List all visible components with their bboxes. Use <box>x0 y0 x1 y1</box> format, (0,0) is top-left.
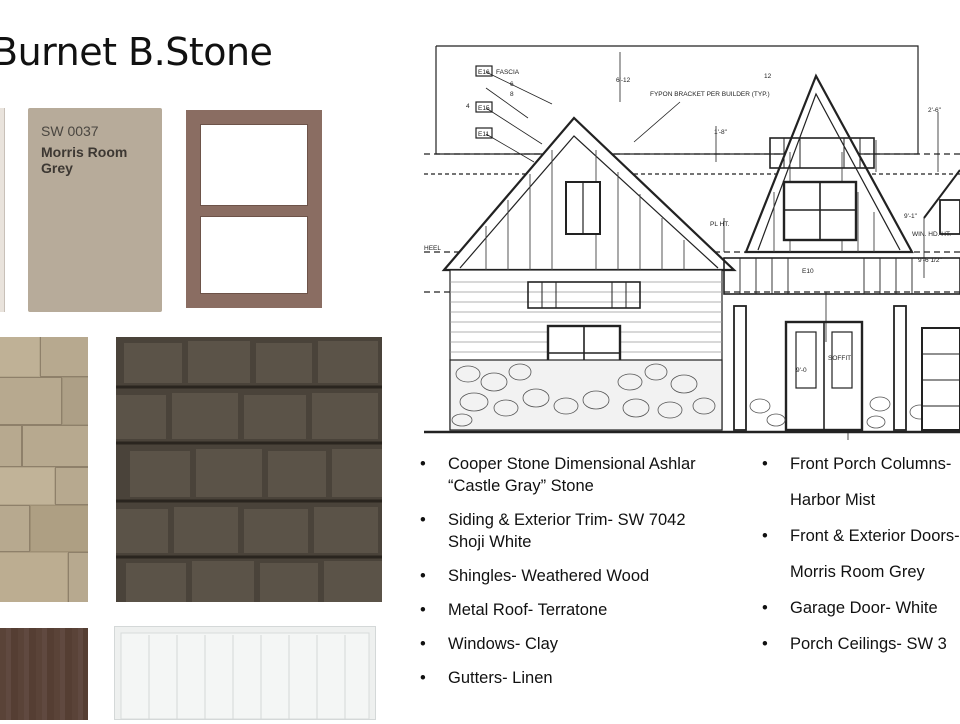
elevation-dim-6: 6 <box>510 81 514 88</box>
bullet: • <box>762 599 768 617</box>
list-item-text: Morris Room Grey <box>790 563 925 581</box>
paint-chip-name: Morris Room Grey <box>41 144 128 176</box>
bullet: • <box>420 669 426 687</box>
list-item: • Metal Roof- Terratone <box>420 599 696 621</box>
elevation-label-e15: E15 <box>478 105 490 112</box>
shingle-sample <box>116 337 382 602</box>
elevation-label-e10: E10 <box>802 268 814 275</box>
list-item-text: Windows- Clay <box>448 635 559 653</box>
list-item: • Shingles- Weathered Wood <box>420 565 696 587</box>
list-item: • Porch Ceilings- SW 3 <box>762 633 960 655</box>
elevation-dim-12a: 12 <box>764 73 772 80</box>
elevation-label-e11: E11 <box>478 131 489 138</box>
elevation-label-plate-height: PL HT. <box>710 221 729 228</box>
window-upper-pane <box>200 124 308 206</box>
bullet: • <box>420 601 426 619</box>
elevation-dim-6-12: 6'-12 <box>616 77 631 84</box>
bullet: • <box>420 567 426 585</box>
bullet: • <box>762 527 768 545</box>
list-item-text: Shoji White <box>448 533 532 551</box>
elevation-label-e16: E16 <box>478 69 490 76</box>
list-item: • Front & Exterior Doors- Morris Room Gr… <box>762 525 960 583</box>
list-item-text: Harbor Mist <box>790 491 876 509</box>
elevation-label-soffit: SOFFIT <box>828 355 851 362</box>
elevation-dim-2-6: 2'-6" <box>928 107 942 114</box>
paint-chip-swatch: SW 0037 Morris Room Grey <box>28 108 162 312</box>
list-item-text: “Castle Gray” Stone <box>448 477 594 495</box>
siding-color-swatch <box>0 108 5 312</box>
bullet: • <box>420 511 426 529</box>
list-item-text: Metal Roof- Terratone <box>448 601 608 619</box>
elevation-dim-9-0: 9'-0 <box>796 367 807 374</box>
list-item-text: Cooper Stone Dimensional Ashlar <box>448 455 696 473</box>
bullet: • <box>420 455 426 473</box>
elevation-label-window-head: WIN. HD. HT. <box>912 231 951 238</box>
elevation-dim-8: 8 <box>510 91 514 98</box>
stone-sample <box>0 337 88 602</box>
elevation-label-bracket: FYPON BRACKET PER BUILDER (TYP.) <box>650 91 770 98</box>
bullet: • <box>762 455 768 473</box>
list-item-text: Siding & Exterior Trim- SW 7042 <box>448 511 686 529</box>
door-wood-sample <box>0 628 88 720</box>
elevation-label-heel: HEEL <box>424 245 441 252</box>
front-elevation-drawing: FASCIA FYPON BRACKET PER BUILDER (TYP.) … <box>424 45 960 440</box>
elevation-label-fascia: FASCIA <box>496 69 520 76</box>
paint-chip-code: SW 0037 <box>41 123 99 139</box>
list-item-text: Garage Door- White <box>790 599 938 617</box>
materials-list-left: • Cooper Stone Dimensional Ashlar “Castl… <box>420 453 696 701</box>
elevation-dim-1-8: 1'-8" <box>714 129 728 136</box>
garage-door-sample <box>114 626 376 720</box>
elevation-dim-9-6: 9'-6 1/2" <box>918 257 942 264</box>
list-item: • Cooper Stone Dimensional Ashlar “Castl… <box>420 453 696 497</box>
elevation-dim-4: 4 <box>466 103 470 110</box>
list-item-text: Porch Ceilings- SW 3 <box>790 635 947 653</box>
list-item: • Windows- Clay <box>420 633 696 655</box>
list-item-text: Front Porch Columns- <box>790 455 952 473</box>
list-item: • Gutters- Linen <box>420 667 696 689</box>
bullet: • <box>420 635 426 653</box>
window-lower-pane <box>200 216 308 294</box>
list-item-text: Front & Exterior Doors- <box>790 527 960 545</box>
page-title: Burnet B.Stone <box>0 30 273 74</box>
window-sample <box>186 110 322 308</box>
bullet: • <box>762 635 768 653</box>
materials-list-right: • Front Porch Columns- Harbor Mist • Fro… <box>762 453 960 669</box>
list-item: • Siding & Exterior Trim- SW 7042 Shoji … <box>420 509 696 553</box>
list-item: • Front Porch Columns- Harbor Mist <box>762 453 960 511</box>
list-item: • Garage Door- White <box>762 597 960 619</box>
elevation-dim-9-1: 9'-1" <box>904 213 918 220</box>
list-item-text: Shingles- Weathered Wood <box>448 567 650 585</box>
list-item-text: Gutters- Linen <box>448 669 553 687</box>
